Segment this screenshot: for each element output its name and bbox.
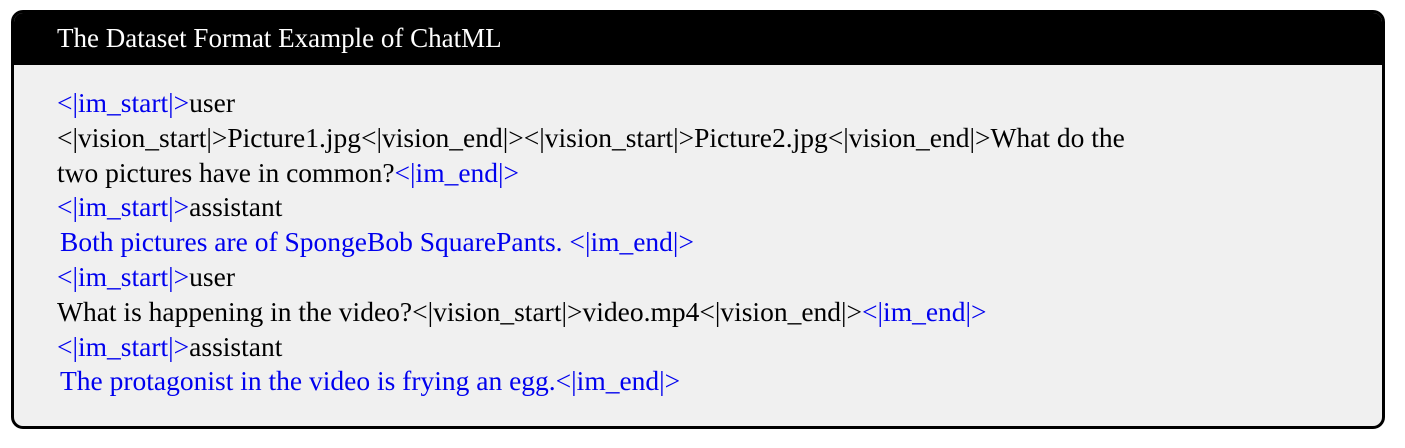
role-label: assistant xyxy=(189,191,283,223)
line-user-message-1a: <|vision_start|>Picture1.jpg<|vision_end… xyxy=(57,121,1382,156)
role-label: assistant xyxy=(189,330,283,362)
role-label: user xyxy=(189,260,235,292)
box-title: The Dataset Format Example of ChatML xyxy=(14,13,1382,65)
user-message-text: What is happening in the video?<|vision_… xyxy=(57,295,863,327)
special-token: <|im_end|> xyxy=(394,156,520,188)
assistant-message-text: The protagonist in the video is frying a… xyxy=(60,365,681,397)
chatml-content: <|im_start|>user <|vision_start|>Picture… xyxy=(14,65,1382,399)
line-user-turn-1: <|im_start|>user xyxy=(57,86,1382,121)
line-user-turn-2: <|im_start|>user xyxy=(57,260,1382,295)
special-token: <|im_start|> xyxy=(57,260,190,292)
special-token: <|im_start|> xyxy=(57,87,190,118)
line-assistant-turn-2: <|im_start|>assistant xyxy=(57,330,1382,365)
line-assistant-turn-1: <|im_start|>assistant xyxy=(57,190,1382,225)
user-message-text: two pictures have in common? xyxy=(57,156,395,188)
line-user-message-1b: two pictures have in common?<|im_end|> xyxy=(57,156,1382,191)
special-token: <|im_start|> xyxy=(57,330,190,362)
assistant-message-text: Both pictures are of SpongeBob SquarePan… xyxy=(60,226,694,258)
special-token: <|im_end|> xyxy=(862,295,987,327)
line-assistant-message-2: The protagonist in the video is frying a… xyxy=(57,364,1382,399)
user-message-text: <|vision_start|>Picture1.jpg<|vision_end… xyxy=(57,121,1125,153)
line-assistant-message-1: Both pictures are of SpongeBob SquarePan… xyxy=(57,225,1382,260)
role-label: user xyxy=(189,87,235,118)
line-user-message-2: What is happening in the video?<|vision_… xyxy=(57,295,1382,330)
special-token: <|im_start|> xyxy=(57,191,190,223)
chatml-example-box: The Dataset Format Example of ChatML <|i… xyxy=(11,10,1385,429)
